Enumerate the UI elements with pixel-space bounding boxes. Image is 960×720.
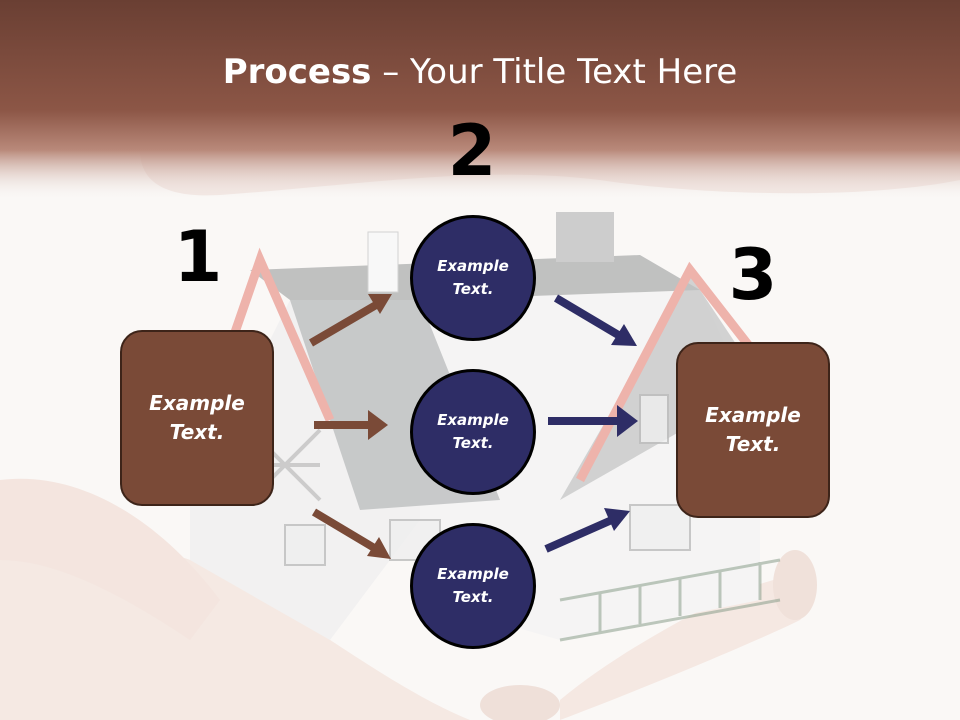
step-number-2: 2 xyxy=(447,110,497,192)
arrow-top-to-right xyxy=(553,294,637,346)
step-number-1: 1 xyxy=(173,216,223,298)
circle-top-label: Example Text. xyxy=(437,257,509,298)
right-step-box[interactable]: Example Text. xyxy=(676,342,830,518)
arrow-left-to-middle xyxy=(314,410,388,440)
arrow-bottom-to-right xyxy=(544,508,630,553)
arrow-left-to-bottom xyxy=(311,508,391,559)
left-step-box-label: Example Text. xyxy=(149,391,245,444)
circle-middle-label: Example Text. xyxy=(437,411,509,452)
slide-title: Process – Your Title Text Here xyxy=(0,52,960,92)
circle-bottom-label: Example Text. xyxy=(437,565,509,606)
arrow-left-to-top xyxy=(308,294,392,347)
left-step-box[interactable]: Example Text. xyxy=(120,330,274,506)
arrow-middle-to-right xyxy=(548,405,638,437)
right-step-box-label: Example Text. xyxy=(705,403,801,456)
circle-top[interactable]: Example Text. xyxy=(410,215,536,341)
title-rest: – Your Title Text Here xyxy=(371,52,738,92)
title-bold: Process xyxy=(222,52,372,92)
circle-middle[interactable]: Example Text. xyxy=(410,369,536,495)
step-number-3: 3 xyxy=(728,234,778,316)
circle-bottom[interactable]: Example Text. xyxy=(410,523,536,649)
